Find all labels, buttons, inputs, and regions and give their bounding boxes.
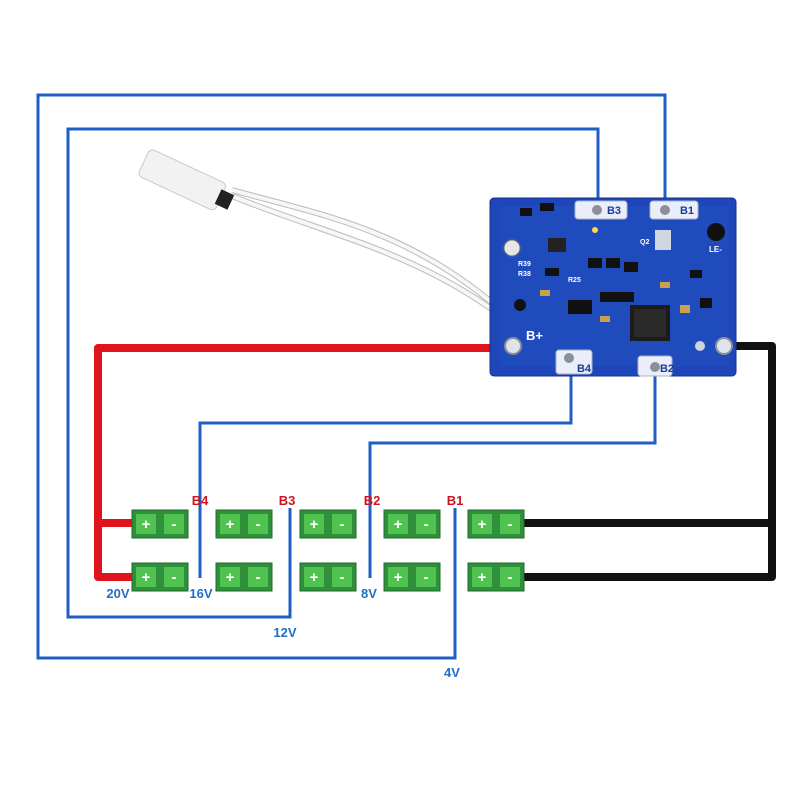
- positive-terminal: +: [478, 569, 487, 586]
- pcb-label-r25: R25: [568, 277, 581, 284]
- cell-row-top: + - + - + - + - + -: [131, 509, 525, 539]
- battery-cell: + -: [215, 562, 273, 592]
- node-label-b2: B2: [364, 493, 381, 508]
- negative-terminal: -: [508, 569, 513, 586]
- pcb-label-b3: B3: [607, 205, 621, 217]
- negative-terminal: -: [172, 516, 177, 533]
- voltage-label-20v: 20V: [106, 586, 129, 601]
- positive-terminal: +: [310, 569, 319, 586]
- battery-cell: + -: [467, 562, 525, 592]
- negative-terminal: -: [340, 569, 345, 586]
- b-plus-terminal: [504, 337, 522, 355]
- negative-terminal: -: [256, 516, 261, 533]
- positive-terminal: +: [310, 516, 319, 533]
- negative-terminal: -: [508, 516, 513, 533]
- pcb-label-r39: R39: [518, 261, 531, 268]
- pcb-components: [503, 203, 725, 351]
- voltage-label-16v: 16V: [189, 586, 212, 601]
- battery-cell: + -: [383, 509, 441, 539]
- node-label-b1: B1: [447, 493, 464, 508]
- positive-terminal: +: [142, 569, 151, 586]
- pcb-label-b2: B2: [660, 363, 674, 375]
- b-minus-terminal: [715, 337, 733, 355]
- positive-terminal: +: [142, 516, 151, 533]
- negative-terminal: -: [424, 516, 429, 533]
- wire-b-minus-black: [524, 342, 776, 581]
- node-label-b4: B4: [192, 493, 209, 508]
- pad-b1: [649, 200, 699, 220]
- wire-b-plus-red: [94, 344, 520, 581]
- wire-b4-to-16v: [198, 365, 573, 578]
- battery-cell: + -: [467, 509, 525, 539]
- positive-terminal: +: [226, 516, 235, 533]
- voltage-label-12v: 12V: [273, 625, 296, 640]
- battery-cell: + -: [131, 509, 189, 539]
- negative-terminal: -: [172, 569, 177, 586]
- protection-board: B3 B1 B4 B2 B+ LE- R39 R38 R25 Q2: [489, 197, 737, 377]
- thermistor-wire: [231, 188, 522, 330]
- positive-terminal: +: [394, 516, 403, 533]
- positive-terminal: +: [226, 569, 235, 586]
- wire-b3-to-12v: [66, 127, 600, 619]
- negative-terminal: -: [340, 516, 345, 533]
- battery-cell: + -: [383, 562, 441, 592]
- positive-terminal: +: [394, 569, 403, 586]
- pcb-label-b1: B1: [680, 205, 694, 217]
- thermistor: [138, 149, 548, 355]
- cell-row-bottom: + - + - + - + - + -: [131, 562, 525, 592]
- pcb-label-r38: R38: [518, 271, 531, 278]
- negative-terminal: -: [424, 569, 429, 586]
- pcb-label-b4: B4: [577, 363, 592, 375]
- battery-cell: + -: [131, 562, 189, 592]
- wire-b2-to-8v: [368, 370, 657, 578]
- blue-wires: [36, 93, 667, 660]
- battery-cell: + -: [299, 562, 357, 592]
- positive-terminal: +: [478, 516, 487, 533]
- voltage-label-8v: 8V: [361, 586, 377, 601]
- negative-terminal: -: [256, 569, 261, 586]
- voltage-label-4v: 4V: [444, 665, 460, 680]
- pcb-label-b-plus: B+: [526, 328, 543, 343]
- pcb-label-q2: Q2: [640, 239, 649, 246]
- battery-cell: + -: [299, 509, 357, 539]
- wire-b1-to-4v: [36, 93, 667, 660]
- thermistor-sensor-icon: [138, 149, 235, 211]
- pcb-label-le: LE-: [709, 245, 722, 254]
- battery-cell: + -: [215, 509, 273, 539]
- node-label-b3: B3: [279, 493, 296, 508]
